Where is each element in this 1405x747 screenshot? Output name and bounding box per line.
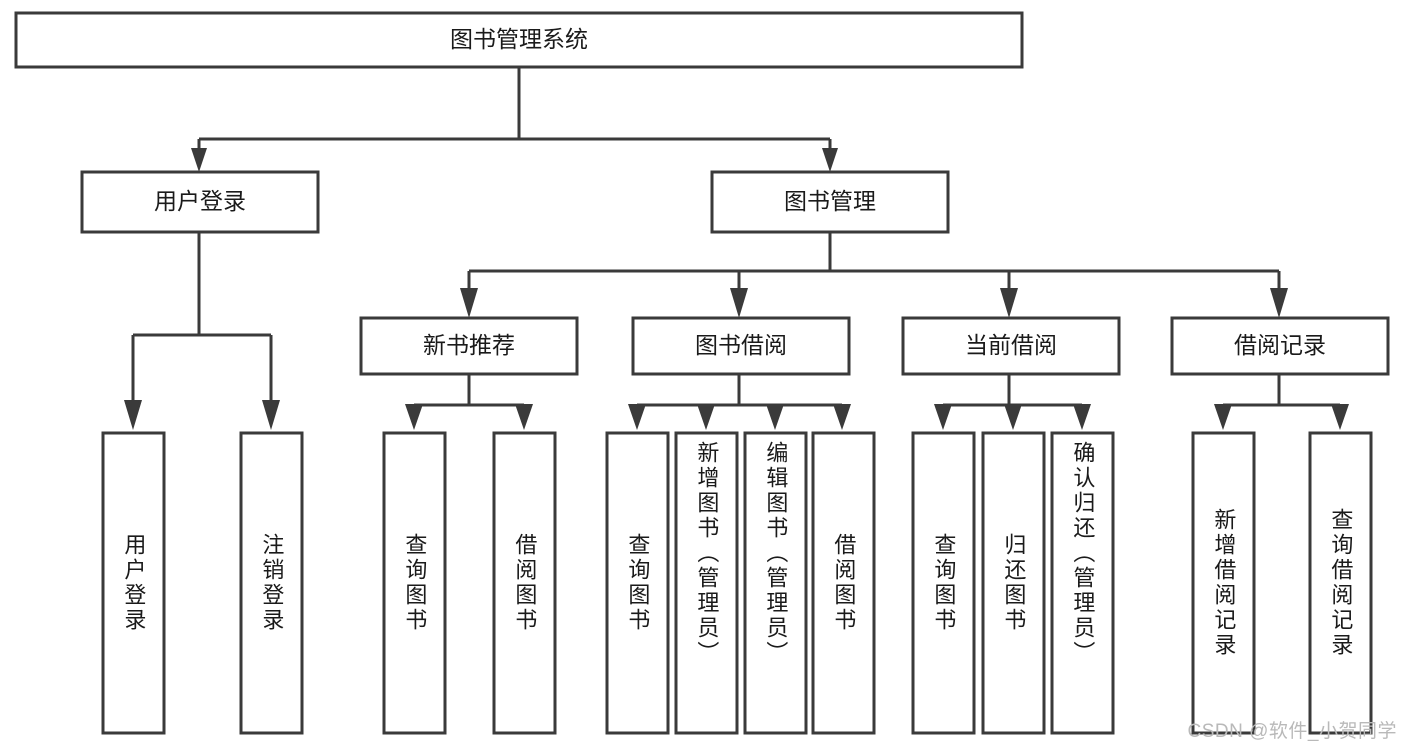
node-box-leaf-query-book-2[interactable] <box>605 431 670 735</box>
node-box-leaf-borrow-book-1[interactable] <box>492 431 557 735</box>
arrow-leaf-add-borrow-record <box>1214 404 1232 430</box>
arrow-to-book-management <box>822 148 838 172</box>
arrow-leaf-edit-book-admin <box>766 404 784 430</box>
arrow-leaf-borrow-book-1 <box>515 404 533 430</box>
node-label-new-book-recommend: 新书推荐 <box>423 332 515 358</box>
node-box-book-management[interactable] <box>710 170 950 234</box>
arrow-current-borrow <box>1000 288 1018 318</box>
node-box-leaf-confirm-return-admin[interactable] <box>1050 431 1115 735</box>
node-box-borrow-record[interactable] <box>1170 316 1390 376</box>
node-box-root[interactable] <box>14 11 1024 69</box>
node-box-leaf-logout-login[interactable] <box>239 431 304 735</box>
arrow-book-borrow <box>730 288 748 318</box>
node-box-leaf-add-borrow-record[interactable] <box>1191 431 1256 735</box>
arrow-new-book-recommend <box>460 288 478 318</box>
connector-group <box>124 67 1349 430</box>
arrow-leaf-logout-login <box>262 400 280 430</box>
arrow-leaf-user-login <box>124 400 142 430</box>
arrow-leaf-borrow-book-2 <box>833 404 851 430</box>
node-label-book-management: 图书管理 <box>784 188 876 214</box>
node-box-leaf-query-borrow-record[interactable] <box>1308 431 1373 735</box>
node-box-leaf-user-login[interactable] <box>101 431 166 735</box>
node-box-leaf-borrow-book-2[interactable] <box>811 431 876 735</box>
arrow-leaf-return-book <box>1004 404 1022 430</box>
node-label-current-borrow: 当前借阅 <box>965 332 1057 358</box>
arrow-leaf-query-borrow-record <box>1331 404 1349 430</box>
arrow-leaf-query-book-3 <box>934 404 952 430</box>
node-box-current-borrow[interactable] <box>901 316 1121 376</box>
arrow-leaf-add-book-admin <box>697 404 715 430</box>
csdn-watermark: CSDN @软件_小贺同学 <box>1187 721 1397 742</box>
node-box-leaf-add-book-admin[interactable] <box>674 431 739 735</box>
node-label-book-borrow: 图书借阅 <box>695 332 787 358</box>
arrow-leaf-query-book-2 <box>628 404 646 430</box>
arrow-borrow-record <box>1270 288 1288 318</box>
node-label-user-login: 用户登录 <box>154 188 246 214</box>
node-box-new-book-recommend[interactable] <box>359 316 579 376</box>
node-label-root: 图书管理系统 <box>450 26 588 52</box>
arrow-leaf-query-book-1 <box>405 404 423 430</box>
node-label-borrow-record: 借阅记录 <box>1234 332 1326 358</box>
arrow-to-user-login <box>191 148 207 172</box>
node-box-leaf-query-book-3[interactable] <box>911 431 976 735</box>
arrow-leaf-confirm-return-admin <box>1073 404 1091 430</box>
node-box-leaf-edit-book-admin[interactable] <box>743 431 808 735</box>
node-box-book-borrow[interactable] <box>631 316 851 376</box>
node-box-leaf-return-book[interactable] <box>981 431 1046 735</box>
node-box-user-login[interactable] <box>80 170 320 234</box>
node-box-leaf-query-book-1[interactable] <box>382 431 447 735</box>
